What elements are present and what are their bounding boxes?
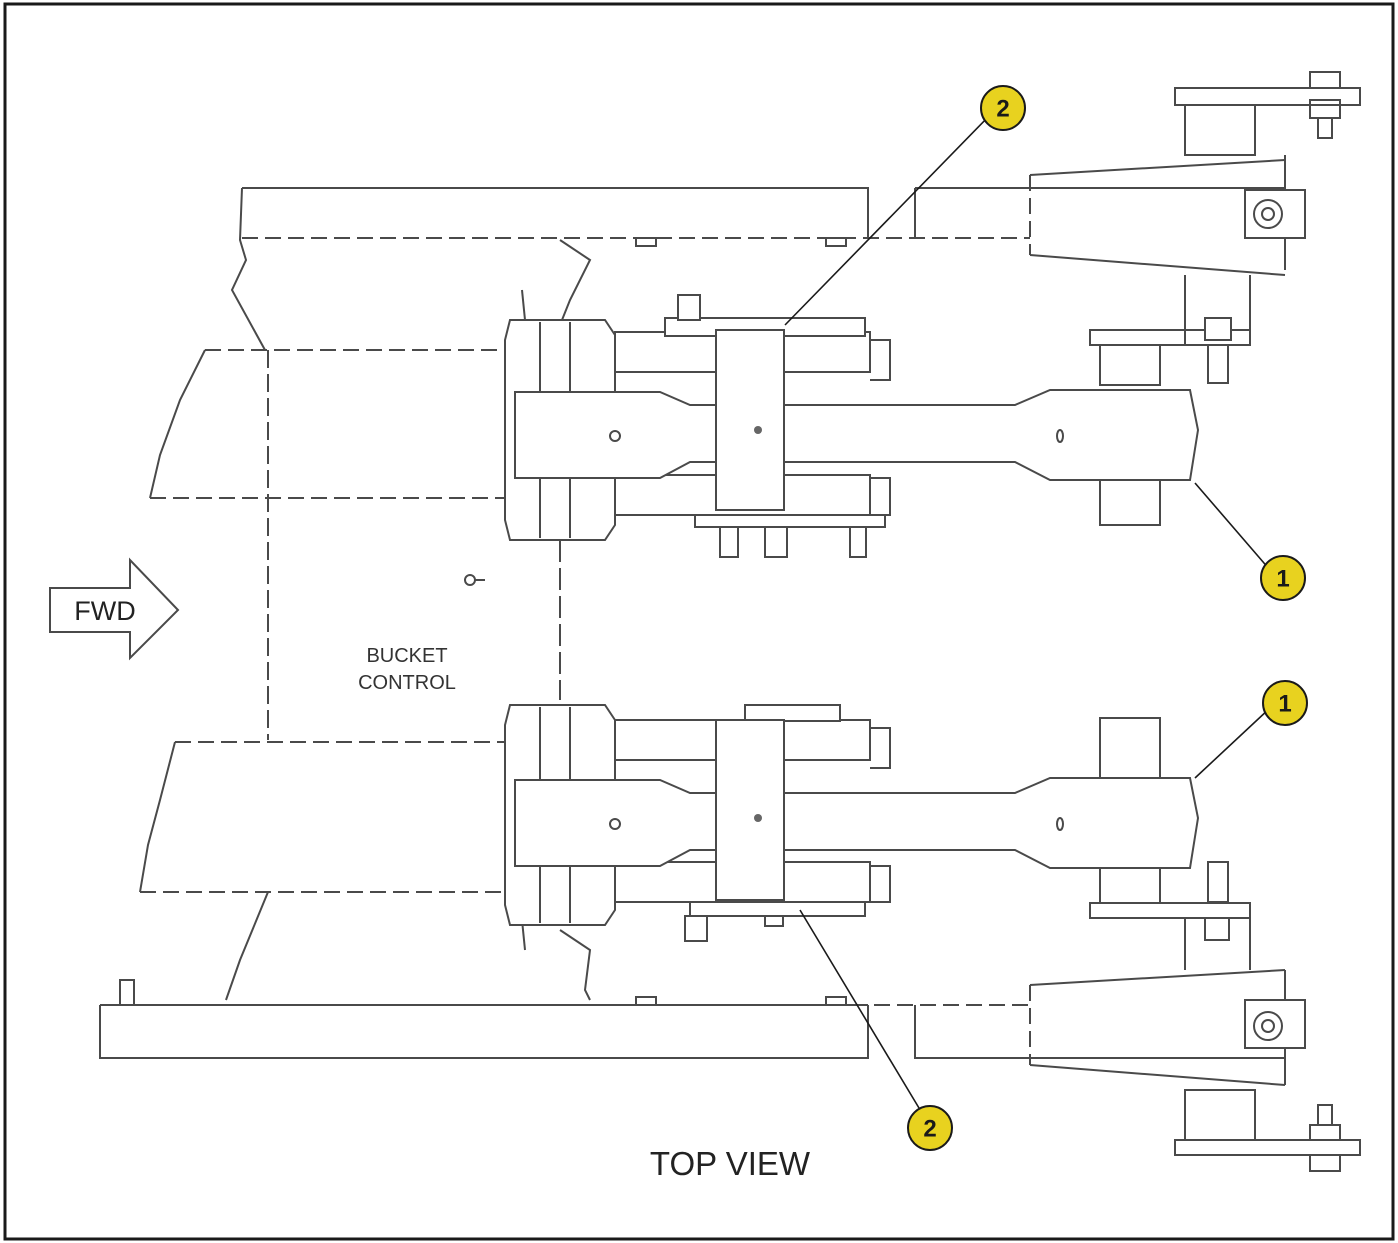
callout-number: 1 bbox=[1278, 691, 1291, 718]
bottom-frame-rail bbox=[99, 861, 1361, 1172]
callout-1-lower: 1 bbox=[1262, 680, 1308, 726]
forward-arrow: FWD bbox=[49, 557, 180, 661]
leader-lines bbox=[784, 114, 1271, 1119]
callout-1-upper: 1 bbox=[1260, 555, 1306, 601]
bucket-control-label-line2: CONTROL bbox=[358, 672, 456, 694]
diagram-border bbox=[3, 2, 1395, 1241]
lower-arm-assembly bbox=[504, 704, 1200, 942]
bucket-outline bbox=[139, 239, 592, 1001]
bucket-control-label-line1: BUCKET bbox=[366, 645, 447, 667]
upper-arm-assembly bbox=[504, 294, 1200, 558]
callout-number: 1 bbox=[1276, 566, 1289, 593]
view-title: TOP VIEW bbox=[650, 1145, 811, 1182]
forward-arrow-label: FWD bbox=[74, 596, 135, 626]
callout-number: 2 bbox=[996, 96, 1009, 123]
top-frame-rail bbox=[230, 71, 1361, 384]
callout-2-bottom: 2 bbox=[907, 1105, 953, 1151]
callout-number: 2 bbox=[923, 1116, 936, 1143]
callout-2-top: 2 bbox=[980, 85, 1026, 131]
